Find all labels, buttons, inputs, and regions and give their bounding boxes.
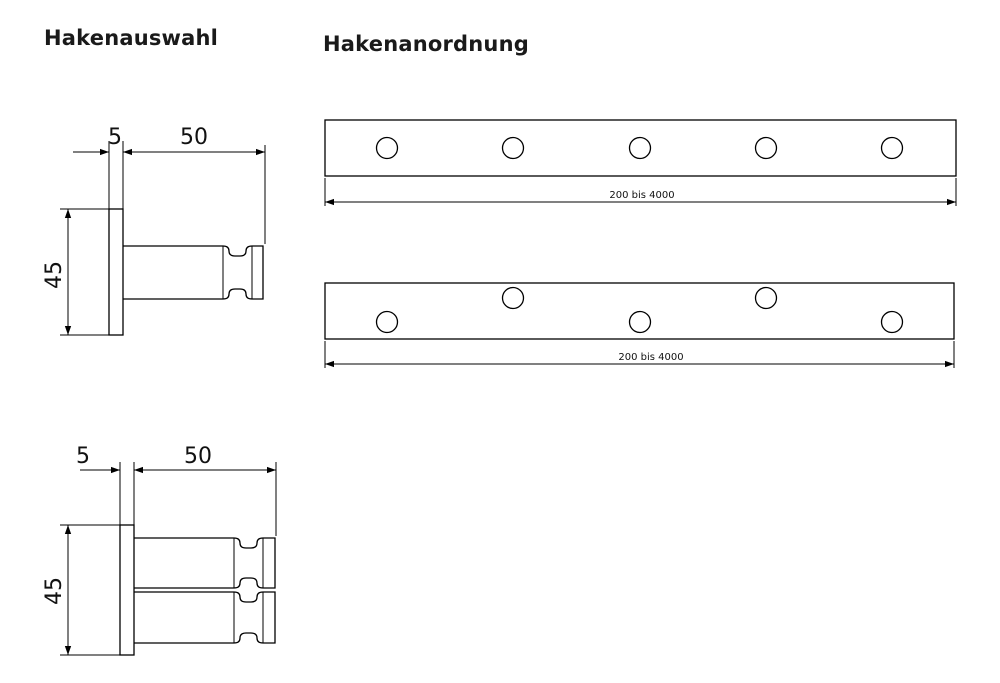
rail-straight-hole [628, 136, 652, 160]
rail-straight-hole [375, 136, 399, 160]
double-hook-drawing: 5 50 45 [42, 444, 277, 656]
single-hook-wall-plate [108, 208, 124, 336]
double-hook-length-dimension: 50 [184, 444, 212, 469]
double-hook-wall-plate [119, 524, 135, 656]
rail-staggered-hole [628, 310, 652, 334]
single-hook-plate-dimension: 5 [108, 125, 122, 150]
rail-staggered-hole [501, 286, 525, 310]
rail-straight-arrangement: 200 bis 4000 [324, 119, 957, 206]
single-hook-drawing: 5 50 45 [42, 125, 266, 336]
rail-straight-bar [324, 119, 957, 177]
single-hook-length-dimension: 50 [180, 125, 208, 150]
rail-staggered-bar [324, 282, 955, 340]
single-hook-shaft [123, 245, 264, 300]
rail-staggered-hole [375, 310, 399, 334]
section-title-hook-arrangement: Hakenanordnung [323, 32, 529, 56]
rail-staggered-hole [754, 286, 778, 310]
double-hook-lower-shaft [134, 591, 276, 644]
double-hook-upper-shaft [134, 537, 276, 589]
rail-straight-hole [501, 136, 525, 160]
double-hook-height-dimension: 45 [42, 577, 67, 605]
rail-straight-length-dimension: 200 bis 4000 [609, 190, 674, 201]
double-hook-plate-dimension: 5 [76, 444, 90, 469]
rail-staggered-length-dimension: 200 bis 4000 [618, 352, 683, 363]
rail-staggered-hole [880, 310, 904, 334]
rail-straight-hole [754, 136, 778, 160]
rail-straight-hole [880, 136, 904, 160]
section-title-hook-selection: Hakenauswahl [44, 26, 219, 50]
rail-staggered-arrangement: 200 bis 4000 [324, 282, 955, 368]
single-hook-height-dimension: 45 [42, 261, 67, 289]
